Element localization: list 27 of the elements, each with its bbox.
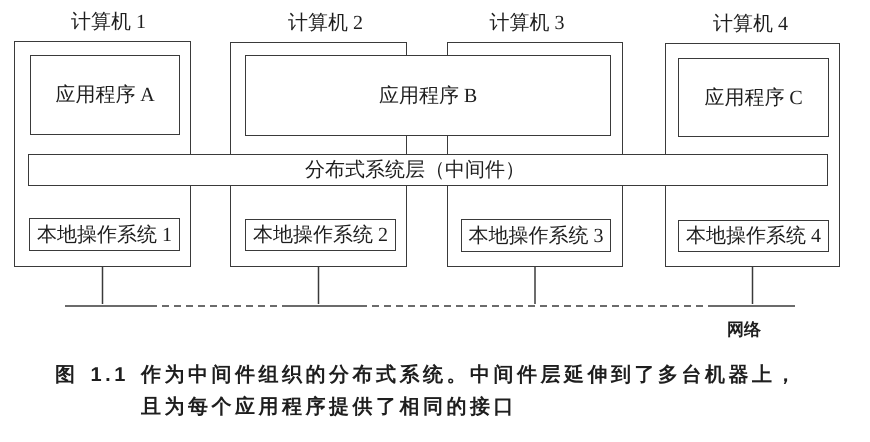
computer-label: 计算机 2 — [288, 11, 363, 35]
application-name: 应用程序 A — [55, 83, 155, 107]
middleware-layer — [28, 154, 828, 186]
os-box — [29, 218, 180, 251]
os-name: 本地操作系统 1 — [37, 222, 172, 246]
connector-line — [752, 267, 754, 304]
layer-name: 分布式系统层（中间件） — [305, 158, 525, 182]
connector-line — [102, 267, 104, 304]
computer-label: 计算机 3 — [490, 11, 564, 35]
application-box — [30, 55, 180, 135]
application-name: 应用程序 C — [704, 86, 803, 110]
figure-caption: 图 1.1 作为中间件组织的分布式系统。中间件层延伸到了多台机器上，且为每个应用程序提供了相同的接口 — [55, 362, 800, 420]
application-name: 应用程序 B — [378, 84, 478, 108]
computer-label: 计算机 4 — [713, 12, 788, 36]
computer-label: 计算机 1 — [71, 10, 146, 34]
os-name: 本地操作系统 4 — [686, 224, 821, 248]
os-name: 本地操作系统 3 — [468, 224, 604, 248]
application-box — [245, 55, 611, 136]
os-box — [245, 219, 396, 251]
network-label: 网络 — [727, 319, 761, 341]
os-box — [461, 219, 611, 252]
application-box — [678, 58, 829, 137]
os-box — [678, 220, 829, 252]
network-line — [65, 304, 795, 308]
connector-line — [534, 267, 536, 304]
connector-line — [318, 267, 320, 304]
os-name: 本地操作系统 2 — [253, 223, 388, 247]
